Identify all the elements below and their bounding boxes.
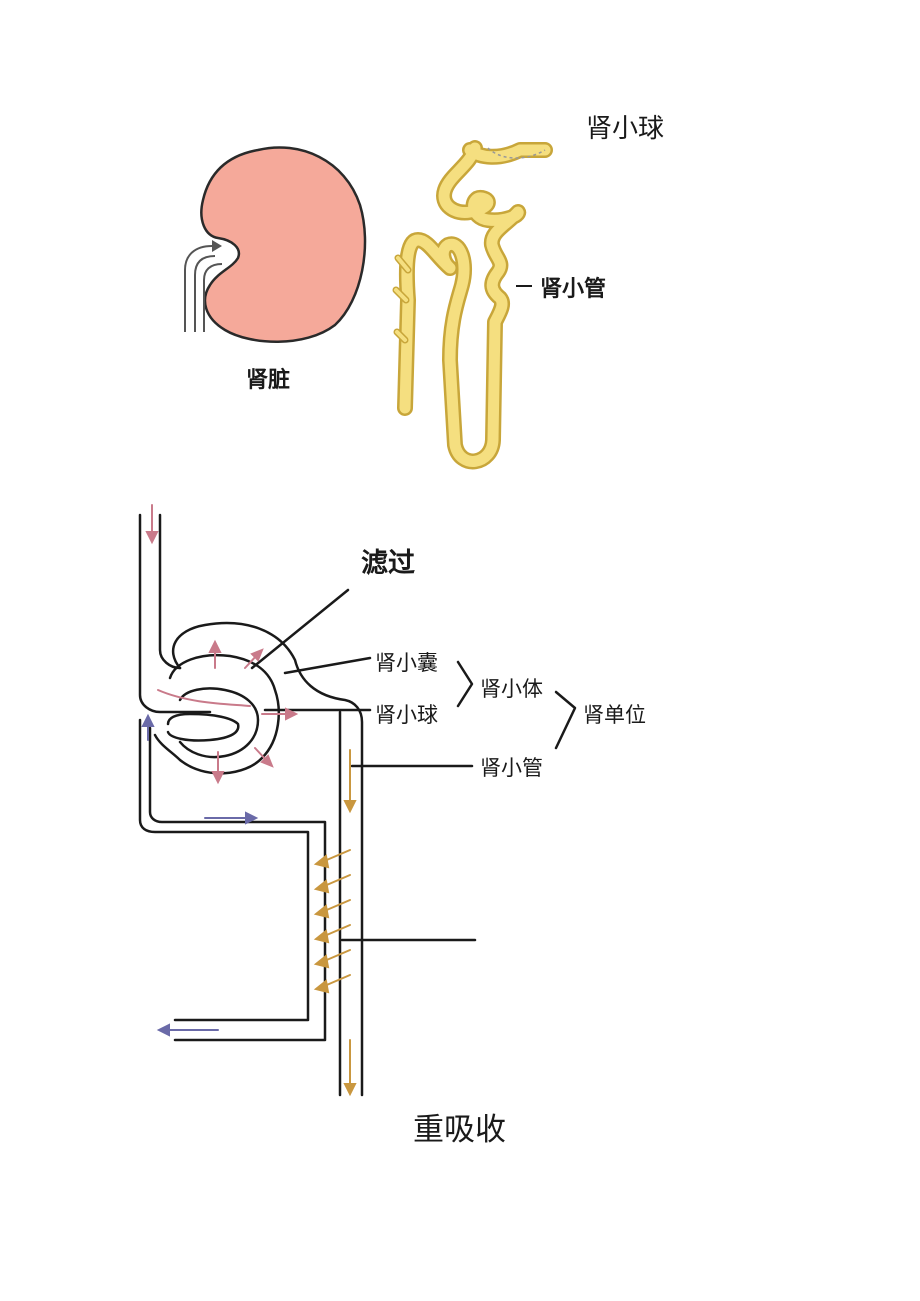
kidney-illustration bbox=[184, 146, 367, 343]
nephron-schematic bbox=[138, 513, 577, 1097]
tubule-label-top: 肾小管 bbox=[540, 277, 607, 302]
filtration-arrows bbox=[145, 504, 299, 785]
reabsorption-arrows bbox=[313, 749, 357, 1097]
nephron-label: 肾单位 bbox=[583, 703, 646, 727]
glomerulus-label-top: 肾小球 bbox=[586, 114, 665, 144]
corpuscle-label: 肾小体 bbox=[480, 677, 543, 701]
flow-arrows-blue bbox=[141, 713, 259, 1037]
figure-caption: 重吸收 bbox=[413, 1112, 506, 1148]
tubule-label-bottom: 肾小管 bbox=[480, 756, 543, 780]
kidney-label: 肾脏 bbox=[246, 368, 291, 393]
capsule-label: 肾小囊 bbox=[375, 651, 438, 675]
glomerulus-label-bottom: 肾小球 bbox=[375, 703, 438, 727]
filtration-label: 滤过 bbox=[361, 548, 415, 579]
tubule-illustration bbox=[392, 140, 553, 470]
